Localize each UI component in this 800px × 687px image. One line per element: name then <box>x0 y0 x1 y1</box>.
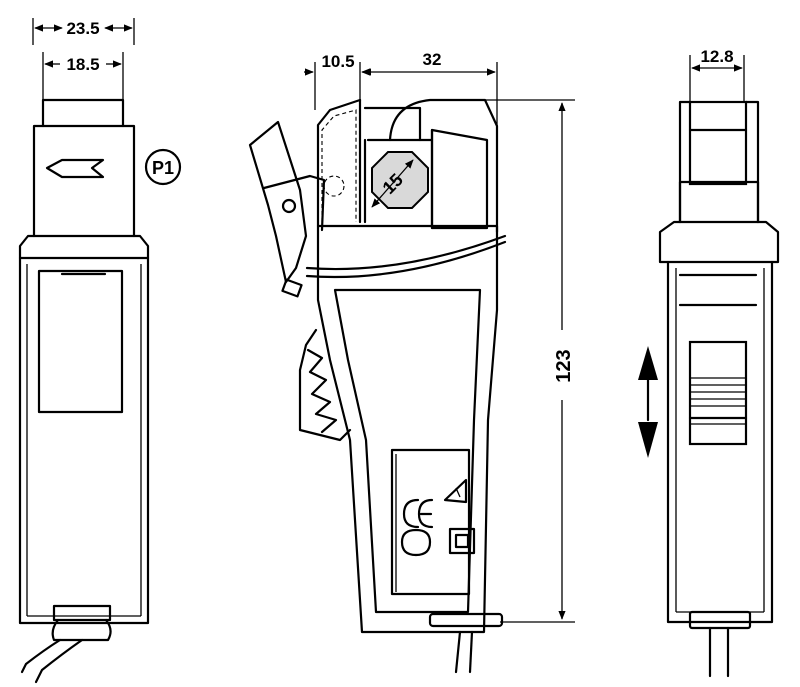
dim-right-width: 12.8 <box>689 47 745 102</box>
dim-second-width: 18.5 <box>42 52 124 100</box>
callout-p1-label: P1 <box>152 158 174 178</box>
dim-head-width-label: 32 <box>423 50 442 69</box>
arrow-left-icon <box>45 158 105 179</box>
grip-teeth <box>298 328 352 442</box>
dim-total-height: 123 <box>430 99 576 623</box>
dim-jaw-offset: 10.5 <box>304 52 371 110</box>
jaw-opening: 15 <box>371 151 429 209</box>
right-view: 12.8 <box>638 47 780 678</box>
callout-p1: P1 <box>144 148 182 186</box>
dim-total-height-label: 123 <box>553 349 575 382</box>
left-view: 23.5 18.5 <box>18 18 150 684</box>
dim-jaw-offset-label: 10.5 <box>321 52 354 71</box>
dim-top-width: 23.5 <box>32 18 135 45</box>
double-arrow-vertical-icon <box>638 346 658 458</box>
ce-mark-icon <box>400 498 434 557</box>
dim-top-width-label: 23.5 <box>66 19 99 38</box>
middle-view: 10.5 32 123 15 <box>248 50 576 674</box>
warning-triangle-icon <box>443 478 468 504</box>
lever <box>248 120 345 298</box>
double-insulation-icon <box>448 527 476 555</box>
dim-right-width-label: 12.8 <box>700 47 733 66</box>
dim-head-width: 32 <box>362 50 498 126</box>
dim-second-width-label: 18.5 <box>66 55 99 74</box>
slider-knob <box>688 340 748 446</box>
